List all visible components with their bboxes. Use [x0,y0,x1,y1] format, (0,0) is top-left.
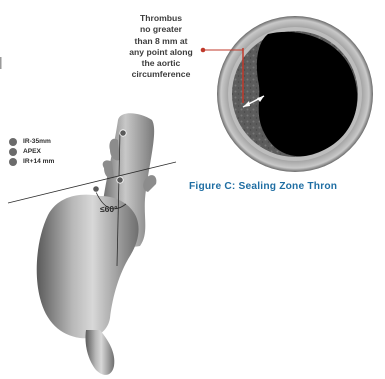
figure-title: Figure C: Sealing Zone Thron [189,181,337,192]
marker-ir-plus-14 [93,186,99,192]
marker-dot-icon [9,158,17,166]
aorta-illustration [37,113,157,375]
legend-label: IR+14 mm [23,158,54,165]
edge-mark [0,57,2,69]
caption-line: than 8 mm at [116,36,206,47]
legend-item: APEX [9,147,54,156]
legend-label: APEX [23,148,41,155]
thrombus-caption: Thrombus no greater than 8 mm at any poi… [116,13,206,81]
caption-line: no greater [116,24,206,35]
caption-line: circumference [116,69,206,80]
marker-dot-icon [9,138,17,146]
caption-line: any point along [116,47,206,58]
caption-line: Thrombus [116,13,206,24]
marker-apex [117,177,123,183]
legend-item: IR+14 mm [9,157,54,166]
aortic-cross-section [217,16,373,172]
iliac-tail [85,330,114,375]
marker-legend: IR-35mm APEX IR+14 mm [9,137,54,167]
marker-ir-minus-35 [120,130,126,136]
marker-dot-icon [9,148,17,156]
legend-item: IR-35mm [9,137,54,146]
aneurysm-sac [37,195,139,339]
angle-label: ≤60° [100,204,118,214]
caption-line: the aortic [116,58,206,69]
legend-label: IR-35mm [23,138,51,145]
